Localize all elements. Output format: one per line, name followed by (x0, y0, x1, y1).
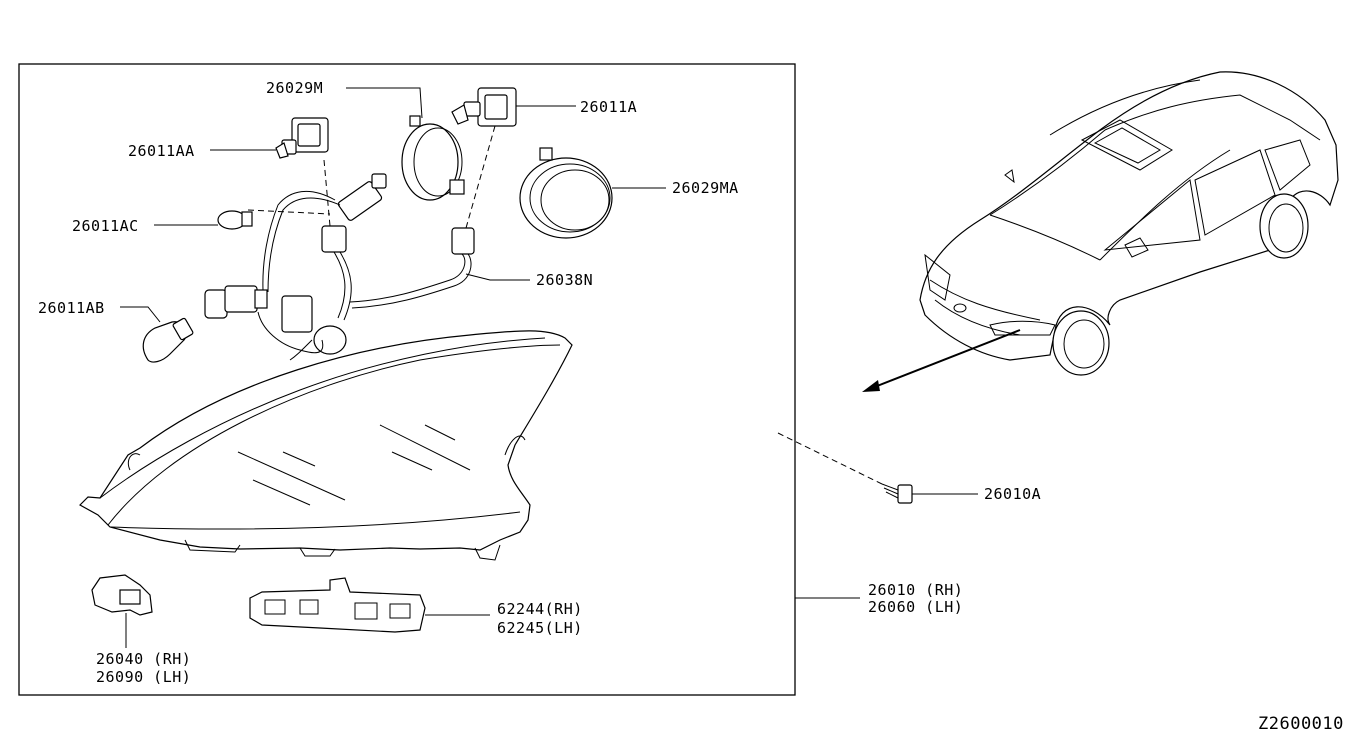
callout-26038n: 26038N (536, 271, 593, 289)
callout-26060-lh: 26060 (LH) (868, 598, 963, 616)
guide-line-3 (247, 209, 331, 215)
callout-26029m: 26029M (266, 79, 323, 97)
harness-26038n (257, 190, 472, 361)
pointer-arrow (862, 329, 1021, 392)
connector-c (281, 295, 313, 333)
headlamp-assembly (79, 330, 573, 561)
bulb-26011ac (217, 210, 253, 230)
bulb-26011aa (275, 117, 329, 159)
connector-b (451, 227, 475, 255)
bulb-26011ab (142, 317, 194, 363)
leader-lines (120, 87, 978, 616)
socket-upper (337, 173, 387, 221)
car-illustration (919, 71, 1339, 376)
callout-62244-rh: 62244(RH) (497, 600, 583, 618)
diagram-frame (18, 63, 796, 696)
guide-line-2 (465, 125, 496, 229)
screw-26010a (881, 483, 913, 504)
cap-26029ma (519, 147, 613, 239)
callout-26040-rh: 26040 (RH) (96, 650, 191, 668)
callout-26029ma: 26029MA (672, 179, 739, 197)
callout-26011ac: 26011AC (72, 217, 139, 235)
callout-62245-lh: 62245(LH) (497, 619, 583, 637)
diagram-id: Z2600010 (1258, 714, 1344, 734)
callout-26011ab: 26011AB (38, 299, 105, 317)
bulb-26011a (451, 87, 517, 127)
module-26040 (91, 574, 153, 648)
callout-26090-lh: 26090 (LH) (96, 668, 191, 686)
callout-26010a: 26010A (984, 485, 1041, 503)
bracket-62244 (249, 577, 426, 633)
callout-26010-rh: 26010 (RH) (868, 581, 963, 599)
guide-line-screw (777, 432, 883, 485)
connector-a (321, 225, 347, 253)
callout-26011aa: 26011AA (128, 142, 195, 160)
callout-26011a: 26011A (580, 98, 637, 116)
guide-line-1 (323, 159, 331, 227)
cap-26029m (401, 115, 465, 201)
connector-d (313, 325, 347, 355)
socket-26011ab (204, 285, 268, 319)
